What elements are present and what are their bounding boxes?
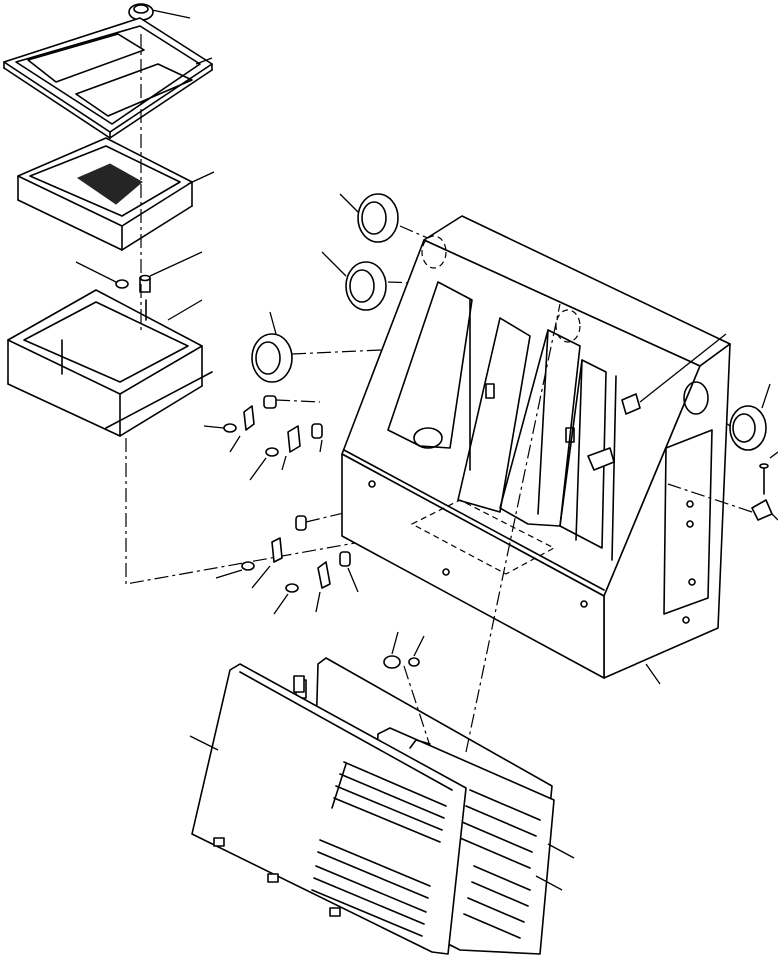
hardware-upper-row bbox=[203, 395, 323, 481]
cover-front-louvers-lower bbox=[311, 839, 431, 937]
top-knob bbox=[128, 3, 154, 35]
spacer-and-nut bbox=[115, 274, 151, 293]
cover-front bbox=[191, 663, 467, 955]
connecting-line-cover bbox=[465, 303, 561, 753]
top-group-leaders bbox=[75, 9, 215, 321]
grommet-3 bbox=[251, 311, 471, 383]
cover-front-louvers-upper bbox=[331, 761, 447, 843]
bracket-leader bbox=[639, 333, 727, 403]
filter-element bbox=[17, 137, 193, 251]
housing-leader bbox=[645, 663, 661, 685]
cover-back-right-louvers bbox=[459, 789, 541, 939]
right-bolt-and-nut bbox=[667, 451, 778, 521]
cover-knobs bbox=[383, 631, 431, 747]
lower-tray bbox=[7, 289, 213, 437]
main-housing bbox=[341, 215, 731, 679]
cover-leaders bbox=[189, 735, 575, 891]
upper-frame bbox=[3, 17, 213, 139]
connecting-line-left bbox=[125, 438, 607, 585]
grommet-1 bbox=[339, 193, 447, 247]
